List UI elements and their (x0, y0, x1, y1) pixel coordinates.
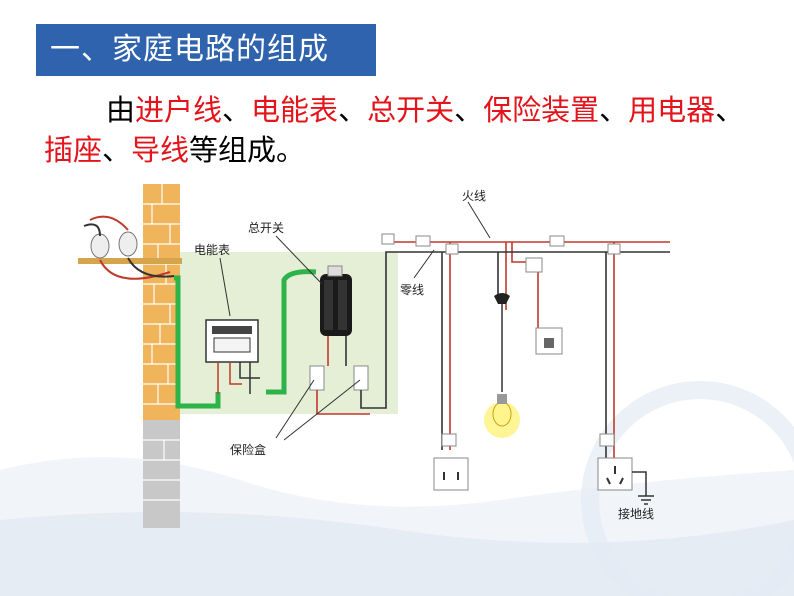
plain-text: 、 (222, 93, 252, 127)
label-fuse-box: 保险盒 (230, 442, 266, 457)
label-main-switch: 总开关 (248, 221, 284, 235)
power-socket (433, 457, 469, 491)
highlighted-term: 总开关 (367, 93, 455, 127)
plain-text: 、 (715, 93, 745, 127)
highlighted-term: 插座 (44, 133, 103, 167)
wire-junctions (381, 233, 621, 447)
grounded-socket (597, 457, 654, 505)
paragraph-text: 由进户线、电能表、总开关、保险装置、用电器、插座、导线等组成。 (44, 93, 744, 167)
label-meter: 电能表 (194, 243, 230, 257)
brick-wall (143, 184, 180, 528)
label-live-wire: 火线 (462, 189, 486, 203)
description-paragraph: 由进户线、电能表、总开关、保险装置、用电器、插座、导线等组成。 (44, 90, 754, 170)
plain-text: 由 (106, 93, 136, 127)
label-ground-wire: 接地线 (618, 506, 654, 521)
light-bulb (484, 293, 520, 438)
plain-text: 、 (454, 93, 484, 127)
plain-text: 、 (338, 93, 368, 127)
main-switch (320, 265, 352, 336)
wall-switch (535, 327, 563, 355)
highlighted-term: 保险装置 (483, 93, 600, 127)
highlighted-term: 导线 (131, 133, 190, 167)
household-circuit-diagram: 电能表 总开关 火线 零线 保险盒 接地线 (78, 184, 670, 528)
service-entrance (78, 215, 182, 280)
callout-lines (219, 201, 491, 441)
highlighted-term: 用电器 (628, 93, 716, 127)
page-title: 一、家庭电路的组成 (36, 24, 376, 76)
plain-text: 、 (599, 93, 629, 127)
label-neutral-wire: 零线 (400, 283, 424, 297)
electric-meter (205, 319, 260, 394)
plain-text: 、 (102, 133, 132, 167)
plain-text: 等组成。 (189, 133, 306, 167)
highlighted-term: 电能表 (251, 93, 339, 127)
highlighted-term: 进户线 (135, 93, 223, 127)
